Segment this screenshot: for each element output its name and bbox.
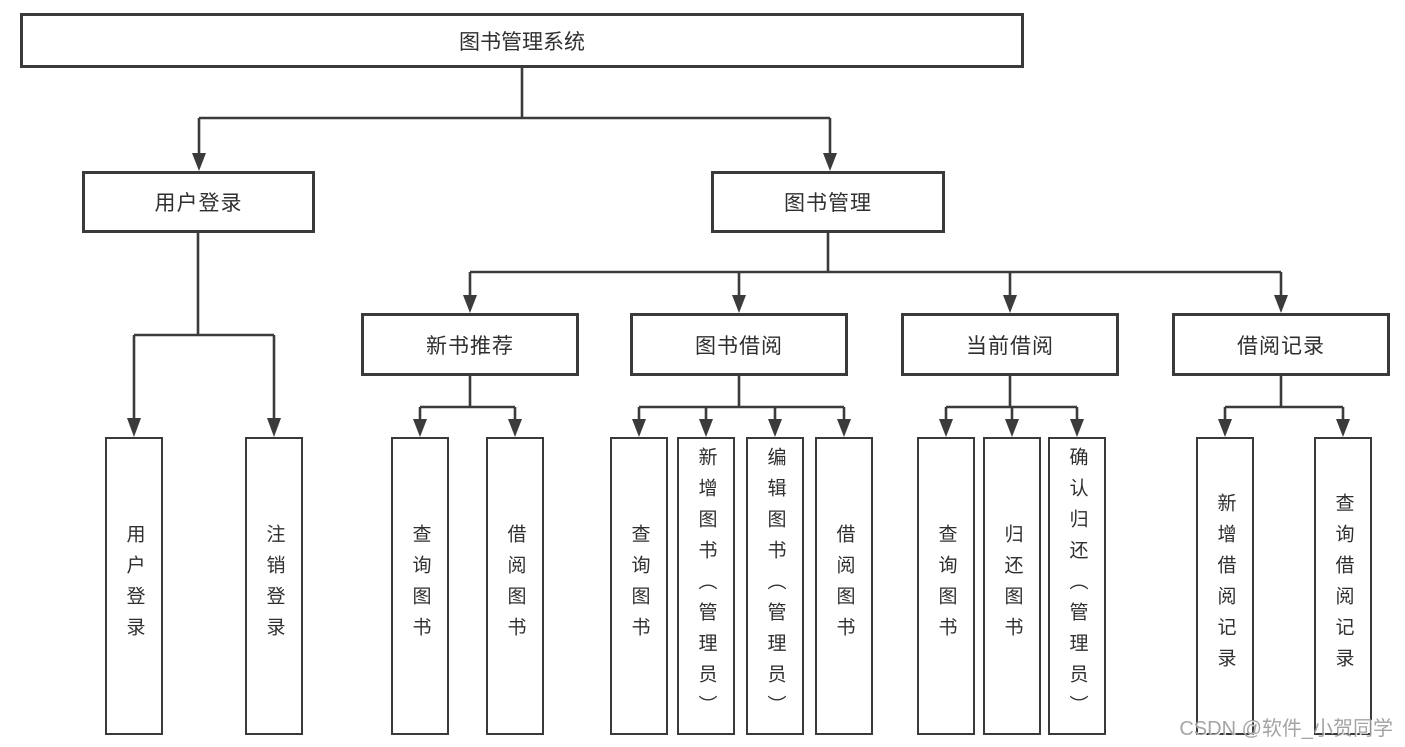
leaf-label: 确认归还（管理员） xyxy=(1066,446,1088,726)
leaf-label: 查询图书 xyxy=(628,524,650,648)
leaf-label: 查询图书 xyxy=(935,524,957,648)
leaf-return-books: 归还图书 xyxy=(983,437,1041,735)
leaf-add-books-admin: 新增图书（管理员） xyxy=(677,437,735,735)
leaf-label: 新增图书（管理员） xyxy=(695,446,717,726)
leaf-label: 查询借阅记录 xyxy=(1332,493,1354,679)
node-new-book-recommend: 新书推荐 xyxy=(361,313,579,376)
node-book-borrowing: 图书借阅 xyxy=(630,313,848,376)
leaf-user-login: 用户登录 xyxy=(105,437,163,735)
leaf-add-borrow-record: 新增借阅记录 xyxy=(1196,437,1254,735)
leaf-borrow-books: 借阅图书 xyxy=(815,437,873,735)
leaf-query-borrow-record: 查询借阅记录 xyxy=(1314,437,1372,735)
leaf-label: 编辑图书（管理员） xyxy=(764,446,786,726)
leaf-label: 注销登录 xyxy=(263,524,285,648)
leaf-label: 新增借阅记录 xyxy=(1214,493,1236,679)
leaf-label: 查询图书 xyxy=(409,524,431,648)
node-borrowing-records: 借阅记录 xyxy=(1172,313,1390,376)
leaf-label: 用户登录 xyxy=(123,524,145,648)
leaf-label: 归还图书 xyxy=(1001,524,1023,648)
node-library-system-root: 图书管理系统 xyxy=(20,13,1024,68)
leaf-query-books-borrowing: 查询图书 xyxy=(610,437,668,735)
leaf-query-books-current: 查询图书 xyxy=(917,437,975,735)
csdn-watermark: CSDN @软件_小贺同学 xyxy=(1179,718,1393,740)
leaf-edit-books-admin: 编辑图书（管理员） xyxy=(746,437,804,735)
leaf-label: 借阅图书 xyxy=(833,524,855,648)
node-book-management-branch: 图书管理 xyxy=(711,171,945,233)
leaf-logout: 注销登录 xyxy=(245,437,303,735)
leaf-confirm-return-admin: 确认归还（管理员） xyxy=(1048,437,1106,735)
leaf-label: 借阅图书 xyxy=(504,524,526,648)
node-user-login-branch: 用户登录 xyxy=(82,171,315,233)
leaf-borrow-books-recommend: 借阅图书 xyxy=(486,437,544,735)
leaf-query-books-recommend: 查询图书 xyxy=(391,437,449,735)
node-current-borrowing: 当前借阅 xyxy=(901,313,1119,376)
